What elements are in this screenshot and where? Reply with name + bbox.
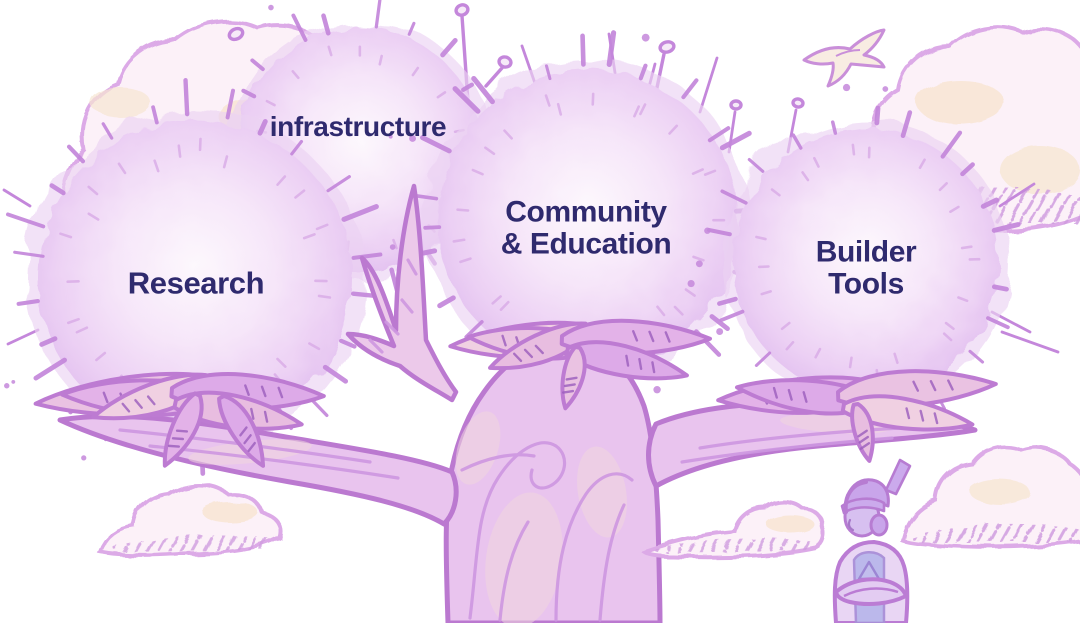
cloud-bottom-right (899, 444, 1080, 549)
cloud-bottom-center (640, 500, 826, 559)
label-research: Research (127, 265, 265, 301)
bloom-research (4, 77, 396, 496)
bloom-builder (687, 83, 1021, 427)
leaf-cluster-community (448, 318, 712, 411)
label-community-education: Community & Education (500, 195, 672, 261)
builder-figure (832, 458, 912, 623)
figure-antenna (884, 458, 912, 496)
figure-headphone-cup (869, 513, 889, 537)
figure-cap-brim (840, 497, 886, 515)
bird-icon (802, 28, 886, 88)
figure-face-line (847, 518, 855, 532)
label-infrastructure: infrastructure (269, 110, 447, 142)
figure-headphone-band (843, 480, 868, 514)
figure-arms-crossed (834, 577, 908, 606)
leaf-cluster-research (33, 371, 326, 468)
seed-fluff-decorations (2, 3, 1060, 354)
cloud-bottom-left (97, 483, 283, 558)
leaf-cluster-builder (716, 369, 998, 463)
label-builder-tools: Builder Tools (815, 235, 917, 301)
